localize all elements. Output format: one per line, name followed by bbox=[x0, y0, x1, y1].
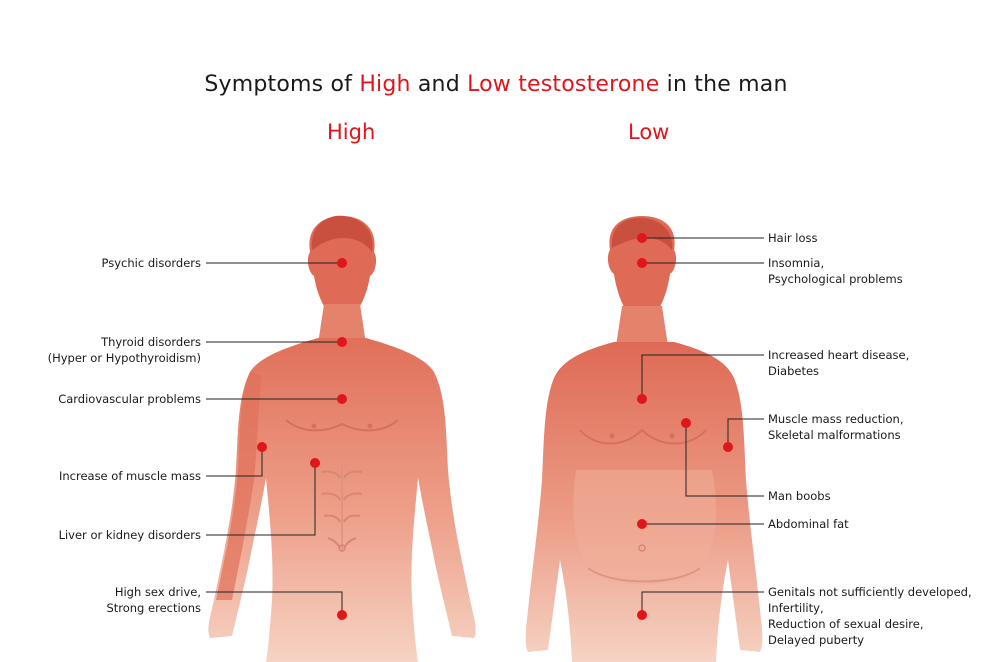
dot-fat bbox=[637, 519, 647, 529]
page-title: Symptoms of High and Low testosterone in… bbox=[0, 72, 992, 97]
label-genitals-line-3: Reduction of sexual desire, bbox=[768, 617, 924, 631]
label-abdominal-fat: Abdominal fat bbox=[768, 517, 849, 531]
label-sex-drive: High sex drive, Strong erections bbox=[106, 584, 201, 616]
dot-thyroid bbox=[337, 337, 347, 347]
label-genitals-line-2: Infertility, bbox=[768, 601, 824, 615]
label-insomnia: Insomnia, Psychological problems bbox=[768, 255, 903, 287]
label-genitals: Genitals not sufficiently developed, Inf… bbox=[768, 584, 972, 648]
dot-hair bbox=[637, 233, 647, 243]
dot-muscle bbox=[257, 442, 267, 452]
label-cardiovascular: Cardiovascular problems bbox=[58, 392, 201, 406]
label-insomnia-line-2: Psychological problems bbox=[768, 272, 903, 286]
label-thyroid-line-1: Thyroid disorders bbox=[101, 335, 201, 349]
label-heart-line-2: Diabetes bbox=[768, 364, 820, 378]
dot-cardio bbox=[337, 394, 347, 404]
label-man-boobs: Man boobs bbox=[768, 489, 831, 503]
label-genitals-line-4: Delayed puberty bbox=[768, 633, 865, 647]
dot-heart bbox=[637, 394, 647, 404]
title-prefix: Symptoms of bbox=[204, 72, 360, 97]
label-muscle-reduction: Muscle mass reduction, Skeletal malforma… bbox=[768, 411, 903, 443]
muscular-body bbox=[208, 215, 476, 662]
overweight-body bbox=[525, 216, 763, 662]
label-insomnia-line-1: Insomnia, bbox=[768, 256, 825, 270]
label-muscle-reduction-line-1: Muscle mass reduction, bbox=[768, 412, 904, 426]
label-genitals-line-1: Genitals not sufficiently developed, bbox=[768, 585, 972, 599]
dot-insomnia bbox=[637, 258, 647, 268]
label-psychic-disorders: Psychic disorders bbox=[101, 256, 201, 270]
column-heading-high: High bbox=[327, 120, 376, 144]
label-liver-kidney: Liver or kidney disorders bbox=[58, 528, 201, 542]
title-middle: and bbox=[410, 72, 468, 97]
label-sex-line-2: Strong erections bbox=[106, 601, 201, 615]
low-callouts bbox=[637, 233, 764, 620]
dot-boobs bbox=[681, 418, 691, 428]
label-thyroid-disorders: Thyroid disorders (Hyper or Hypothyroidi… bbox=[48, 334, 201, 366]
dot-liver bbox=[310, 458, 320, 468]
dot-psychic bbox=[337, 258, 347, 268]
title-low: Low testosterone bbox=[467, 72, 660, 97]
title-suffix: in the man bbox=[659, 72, 788, 97]
column-heading-low: Low bbox=[628, 120, 670, 144]
label-muscle-increase: Increase of muscle mass bbox=[58, 469, 201, 483]
title-high: High bbox=[359, 72, 411, 97]
dot-muscle-reduction bbox=[723, 442, 733, 452]
label-heart-disease: Increased heart disease, Diabetes bbox=[768, 347, 909, 379]
dot-sex bbox=[337, 610, 347, 620]
dot-genitals bbox=[637, 610, 647, 620]
label-muscle-reduction-line-2: Skeletal malformations bbox=[768, 428, 901, 442]
label-hair-loss: Hair loss bbox=[768, 231, 818, 245]
label-sex-line-1: High sex drive, bbox=[114, 585, 201, 599]
high-callouts bbox=[206, 258, 347, 620]
label-heart-line-1: Increased heart disease, bbox=[768, 348, 910, 362]
label-thyroid-line-2: (Hyper or Hypothyroidism) bbox=[47, 351, 201, 365]
